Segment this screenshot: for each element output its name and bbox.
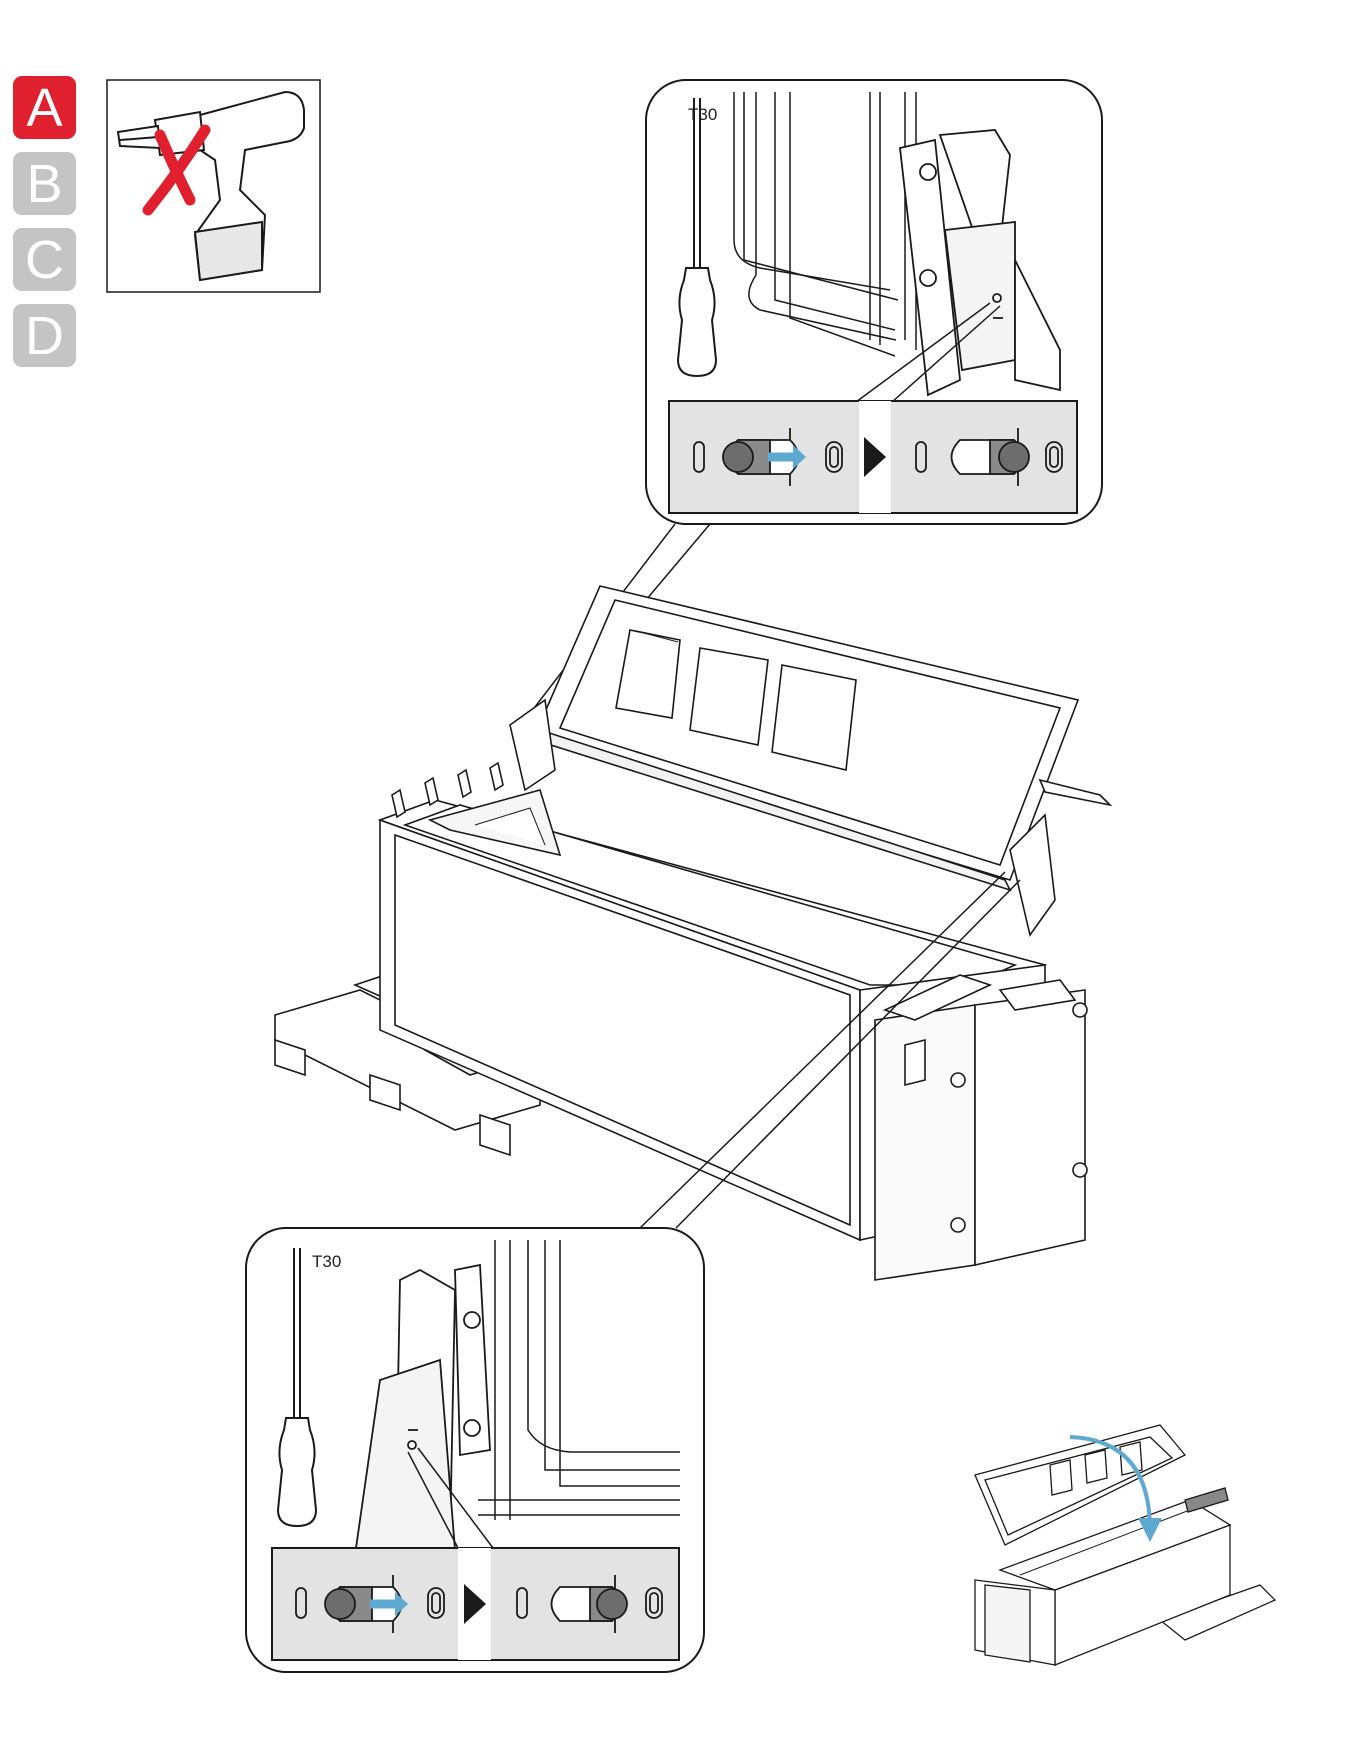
tool-size-label: T30 — [688, 105, 717, 125]
freezer-overview-illustration — [975, 1425, 1275, 1665]
no-power-drill-icon — [107, 80, 320, 292]
tool-size-label: T30 — [312, 1252, 341, 1272]
detail-callout-bottom — [246, 1228, 704, 1672]
